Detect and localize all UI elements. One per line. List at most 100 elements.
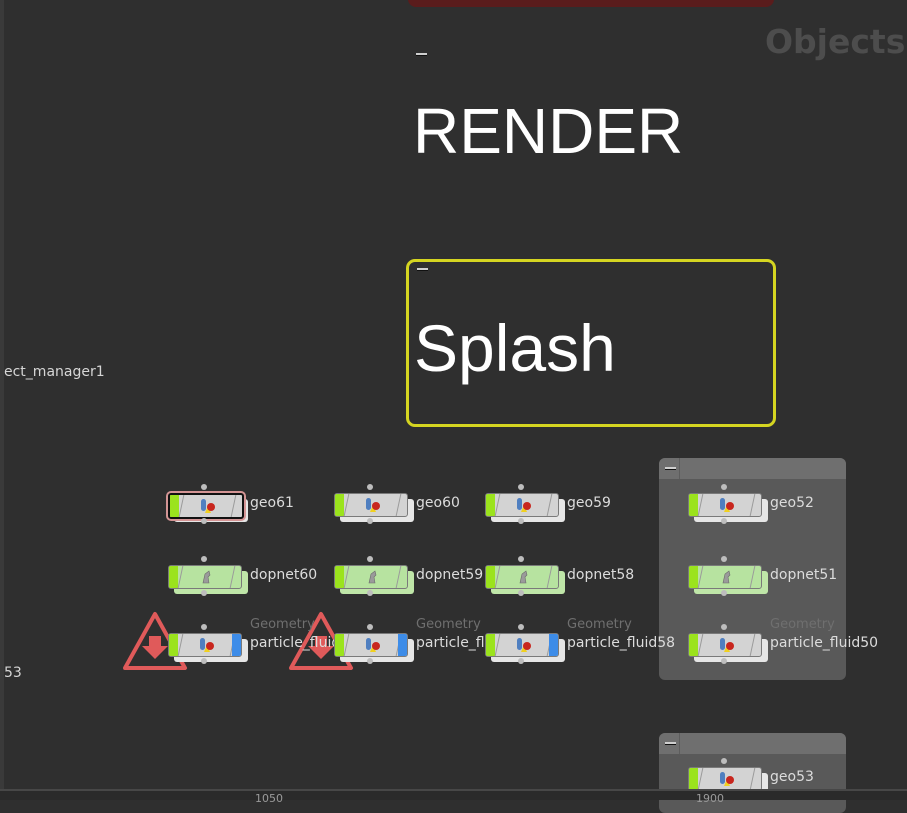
input-connector[interactable] — [367, 484, 373, 490]
bypass-flag[interactable] — [689, 494, 698, 516]
node-body[interactable] — [485, 565, 559, 589]
geo-node[interactable]: geo61 — [168, 484, 294, 524]
bypass-flag[interactable] — [169, 566, 178, 588]
network-box-header[interactable] — [659, 458, 846, 479]
node-name-label[interactable]: particle_fluid50 — [770, 635, 879, 651]
dopnet-node[interactable]: dopnet60 — [168, 556, 317, 596]
node-body[interactable] — [688, 767, 762, 791]
geo-node[interactable]: geo52 — [688, 484, 814, 524]
dopnet-node[interactable]: dopnet51 — [688, 556, 837, 596]
geometry-icon — [720, 498, 734, 512]
input-connector[interactable] — [721, 484, 727, 490]
sticky-note-render[interactable]: RENDER — [413, 95, 684, 167]
bypass-flag[interactable] — [335, 494, 344, 516]
output-connector[interactable] — [201, 658, 207, 664]
node-name-label[interactable]: geo53 — [770, 769, 814, 785]
node-name-label[interactable]: dopnet51 — [770, 567, 838, 583]
bypass-flag[interactable] — [486, 634, 495, 656]
node-body[interactable] — [334, 565, 408, 589]
input-connector[interactable] — [721, 624, 727, 630]
input-connector[interactable] — [201, 624, 207, 630]
node-type-label: Geometry — [250, 617, 315, 632]
input-connector[interactable] — [721, 556, 727, 562]
ruler-tick: 1900 — [696, 792, 724, 805]
input-connector[interactable] — [518, 556, 524, 562]
input-connector[interactable] — [518, 484, 524, 490]
dop-network-icon — [519, 570, 528, 584]
network-box-bottom-collapse-button[interactable] — [665, 742, 676, 745]
dopnet-node[interactable]: dopnet58 — [485, 556, 634, 596]
sticky-note-splash[interactable]: Splash — [406, 259, 776, 427]
input-connector[interactable] — [721, 758, 727, 764]
node-body[interactable] — [688, 633, 762, 657]
node-name-label[interactable]: dopnet59 — [416, 567, 484, 583]
bypass-flag[interactable] — [689, 768, 698, 790]
display-flag[interactable] — [398, 634, 407, 656]
output-connector[interactable] — [201, 518, 207, 524]
output-connector[interactable] — [201, 590, 207, 596]
geometry-icon — [720, 638, 734, 652]
bypass-flag[interactable] — [335, 566, 344, 588]
input-connector[interactable] — [367, 556, 373, 562]
node-name-label[interactable]: dopnet60 — [250, 567, 318, 583]
geo-node[interactable]: geo59 — [485, 484, 611, 524]
ruler-tick: 1050 — [255, 792, 283, 805]
node-name-label[interactable]: geo52 — [770, 495, 814, 511]
input-connector[interactable] — [201, 484, 207, 490]
output-connector[interactable] — [721, 518, 727, 524]
node-body[interactable] — [334, 493, 408, 517]
output-connector[interactable] — [518, 590, 524, 596]
node-name-label[interactable]: particle_fluid6 — [250, 635, 350, 651]
bypass-flag[interactable] — [486, 566, 495, 588]
dop-network-icon — [368, 570, 377, 584]
input-connector[interactable] — [518, 624, 524, 630]
output-connector[interactable] — [367, 590, 373, 596]
node-body[interactable] — [168, 565, 242, 589]
output-connector[interactable] — [518, 518, 524, 524]
node-name-label[interactable]: geo61 — [250, 495, 294, 511]
node-label-object-manager[interactable]: ect_manager1 — [4, 364, 105, 380]
bypass-flag[interactable] — [689, 566, 698, 588]
output-connector[interactable] — [721, 658, 727, 664]
node-name-label[interactable]: geo60 — [416, 495, 460, 511]
node-type-label: Geometry — [416, 617, 481, 632]
network-box-bottom-header[interactable] — [659, 733, 846, 754]
bypass-flag[interactable] — [486, 494, 495, 516]
node-body[interactable] — [485, 493, 559, 517]
node-label-offscreen[interactable]: 53 — [4, 665, 22, 681]
display-flag[interactable] — [232, 634, 241, 656]
bypass-flag[interactable] — [170, 495, 179, 517]
geometry-icon — [366, 638, 380, 652]
node-name-label[interactable]: geo59 — [567, 495, 611, 511]
node-body[interactable] — [168, 633, 242, 657]
render-note-collapse-button[interactable] — [416, 53, 427, 56]
input-connector[interactable] — [367, 624, 373, 630]
splash-note-collapse-button[interactable] — [417, 268, 428, 271]
dopnet-node[interactable]: dopnet59 — [334, 556, 483, 596]
node-body[interactable] — [485, 633, 559, 657]
network-box-collapse-button[interactable] — [665, 467, 676, 470]
node-name-label[interactable]: dopnet58 — [567, 567, 635, 583]
geo-node[interactable]: geo60 — [334, 484, 460, 524]
input-connector[interactable] — [201, 556, 207, 562]
node-body[interactable] — [688, 565, 762, 589]
node-body[interactable] — [688, 493, 762, 517]
output-connector[interactable] — [367, 518, 373, 524]
node-body[interactable] — [334, 633, 408, 657]
network-ruler: 1050 1900 — [0, 789, 907, 804]
output-connector[interactable] — [367, 658, 373, 664]
bypass-flag[interactable] — [689, 634, 698, 656]
node-name-label[interactable]: particle_fluid58 — [567, 635, 676, 651]
node-body[interactable] — [168, 493, 244, 519]
particle-fluid-node[interactable]: Geometry particle_fluid6 — [168, 617, 349, 664]
bypass-flag[interactable] — [335, 634, 344, 656]
display-flag[interactable] — [549, 634, 558, 656]
render-network-box-edge[interactable] — [408, 0, 774, 7]
bypass-flag[interactable] — [169, 634, 178, 656]
geometry-icon — [366, 498, 380, 512]
output-connector[interactable] — [721, 590, 727, 596]
output-connector[interactable] — [518, 658, 524, 664]
